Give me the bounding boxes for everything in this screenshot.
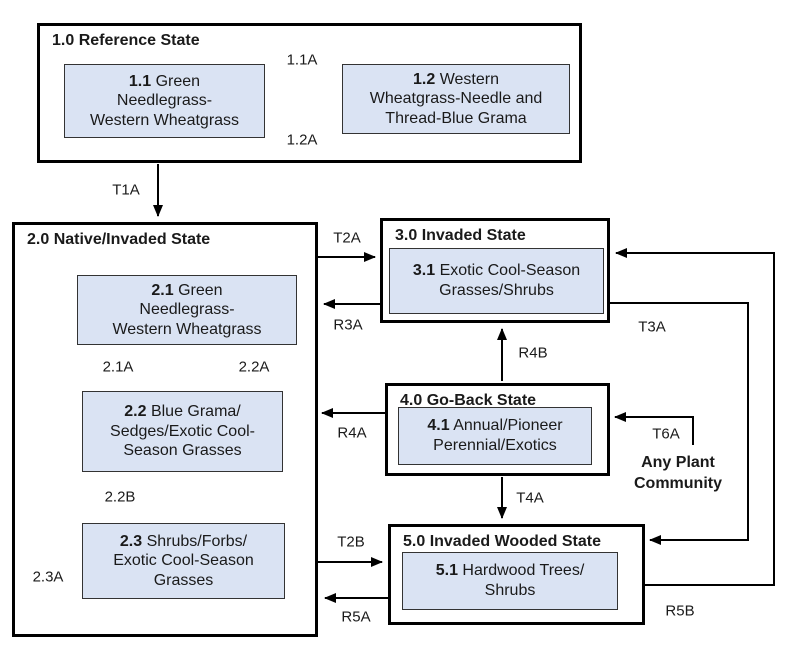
community-number-2-2: 2.2 [124,403,147,421]
transition-label-R4B: R4B [518,344,548,362]
community-number-5-1: 5.1 [435,562,458,580]
community-box-3-1: 3.1 Exotic Cool-Season Grasses/Shrubs [389,248,604,314]
transition-label-1-2A: 1.2A [286,131,318,149]
community-box-1-1: 1.1 Green Needlegrass- Western Wheatgras… [64,64,265,138]
community-box-2-2: 2.2 Blue Grama/ Sedges/Exotic Cool- Seas… [82,391,283,472]
transition-label-T3A: T3A [638,318,666,336]
transition-label-2-2B: 2.2B [104,488,136,506]
transition-label-T4A: T4A [516,489,544,507]
community-name-1-2: Western Wheatgrass-Needle and Thread-Blu… [369,70,543,127]
community-number-1-2: 1.2 [413,70,436,88]
community-number-2-3: 2.3 [119,532,143,550]
community-number-3-1: 3.1 [412,262,436,280]
community-name-2-1: Green Needlegrass- Western Wheatgrass [112,281,262,338]
community-name-1-1: Green Needlegrass- Western Wheatgrass [89,72,240,129]
state-title-1-0: 1.0 Reference State [52,32,200,49]
state-title-5-0: 5.0 Invaded Wooded State [403,533,601,550]
community-box-2-1: 2.1 Green Needlegrass- Western Wheatgras… [77,275,297,345]
transition-label-R5B: R5B [665,602,695,620]
community-name-4-1: Annual/Pioneer Perennial/Exotics [433,417,563,454]
arrow-R5B [615,248,775,586]
transition-label-T2A: T2A [333,229,361,247]
community-box-1-2: 1.2 Western Wheatgrass-Needle and Thread… [342,64,570,134]
community-number-1-1: 1.1 [128,72,152,90]
arrow-T6A [614,412,694,445]
community-number-2-1: 2.1 [151,281,174,299]
transition-label-R5A: R5A [341,608,371,626]
transition-label-R3A: R3A [333,316,363,334]
community-number-4-1: 4.1 [427,417,450,435]
community-box-5-1: 5.1 Hardwood Trees/ Shrubs [402,552,618,610]
state-title-3-0: 3.0 Invaded State [395,227,526,244]
community-name-2-2: Blue Grama/ Sedges/Exotic Cool- Season G… [110,403,255,460]
transition-label-T6A: T6A [652,425,680,443]
transition-label-R4A: R4A [337,424,367,442]
transition-label-1-1A: 1.1A [286,51,318,69]
community-name-3-1: Exotic Cool-Season Grasses/Shrubs [439,262,581,299]
transition-label-T1A: T1A [112,181,140,199]
state-title-2-0: 2.0 Native/Invaded State [27,231,211,248]
community-box-4-1: 4.1 Annual/Pioneer Perennial/Exotics [398,407,592,465]
transition-label-T2B: T2B [337,533,365,551]
community-box-2-3: 2.3 Shrubs/Forbs/ Exotic Cool-Season Gra… [82,523,285,599]
transition-label-2-3A: 2.3A [32,568,64,586]
transition-label-2-1A: 2.1A [102,358,134,376]
any-plant-community-label: Any Plant Community [634,454,722,492]
community-name-2-3: Shrubs/Forbs/ Exotic Cool-Season Grasses [113,532,254,589]
transition-label-2-2A: 2.2A [238,358,270,376]
community-name-5-1: Hardwood Trees/ Shrubs [462,562,585,599]
arrow-T3A [610,302,749,545]
state-title-4-0: 4.0 Go-Back State [400,392,537,409]
